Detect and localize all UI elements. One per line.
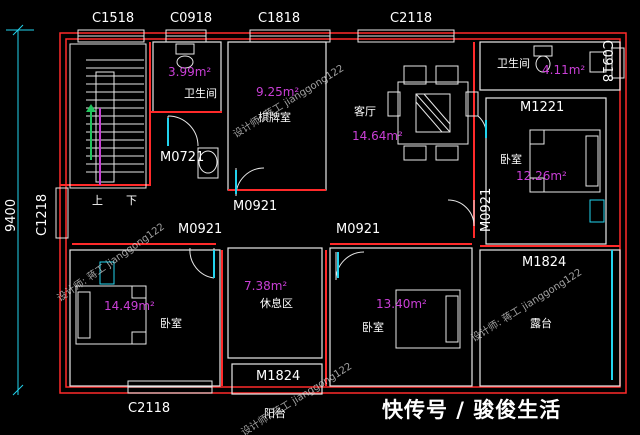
- window-code-c1218: C1218: [35, 193, 50, 236]
- room-area-bed-right: 12.26m²: [516, 169, 567, 183]
- room-name-bed-left: 卧室: [160, 317, 182, 330]
- room-name-bath-left: 卫生间: [184, 87, 217, 100]
- stair-up-label: 上: [92, 194, 103, 207]
- room-name-terrace: 露台: [530, 317, 552, 330]
- stair-arrow: [86, 104, 101, 185]
- wall-corners: [60, 42, 620, 386]
- door-code-m1221: M1221: [520, 100, 565, 115]
- beds: [75, 129, 601, 349]
- dimension-line: [6, 24, 34, 396]
- window-code-c0918-right: C0918: [599, 40, 614, 83]
- door-code-m1824-right: M1824: [522, 255, 567, 270]
- staircase: [69, 43, 147, 189]
- door-leaves: [167, 118, 613, 380]
- wardrobes: [99, 199, 605, 285]
- room-name-bed-mid: 卧室: [362, 321, 384, 334]
- window-code-c0918: C0918: [170, 11, 213, 26]
- room-area-bath-left: 3.99m²: [168, 65, 212, 79]
- door-swings: [167, 115, 487, 281]
- room-area-bed-mid: 13.40m²: [376, 297, 427, 311]
- room-name-bath-right: 卫生间: [497, 57, 530, 70]
- window-code-c2118: C2118: [390, 11, 433, 26]
- room-area-bed-left: 14.49m²: [104, 299, 155, 313]
- room-name-rest: 休息区: [260, 297, 293, 310]
- window-code-c2118-bottom: C2118: [128, 401, 171, 416]
- outer-walls: [59, 32, 627, 394]
- room-area-living: 14.64m²: [352, 129, 403, 143]
- room-area-bath-right: 4.11m²: [542, 63, 586, 77]
- inner-walls: [69, 41, 621, 395]
- door-code-m0721: M0721: [160, 150, 205, 165]
- room-name-balcony: 阳台: [264, 407, 286, 420]
- room-area-rest: 7.38m²: [244, 279, 288, 293]
- room-name-chess: 棋牌室: [258, 111, 291, 124]
- room-area-chess: 9.25m²: [256, 85, 300, 99]
- room-name-bed-right: 卧室: [500, 153, 522, 166]
- sofa-set: [387, 65, 479, 161]
- door-code-m0921-b: M0921: [178, 222, 223, 237]
- stair-down-label: 下: [126, 194, 137, 207]
- brand-watermark: 快传号 / 骏俊生活: [382, 398, 562, 422]
- dimension-9400: 9400: [4, 198, 19, 232]
- door-code-m0921-c: M0921: [336, 222, 381, 237]
- window-code-c1518: C1518: [92, 11, 135, 26]
- door-code-m0921-a: M0921: [233, 199, 278, 214]
- door-code-m1824-bottom: M1824: [256, 369, 301, 384]
- bath-fixtures: [175, 43, 607, 179]
- door-code-m0921-right: M0921: [479, 187, 494, 232]
- window-code-c1818: C1818: [258, 11, 301, 26]
- room-name-living: 客厅: [354, 105, 376, 118]
